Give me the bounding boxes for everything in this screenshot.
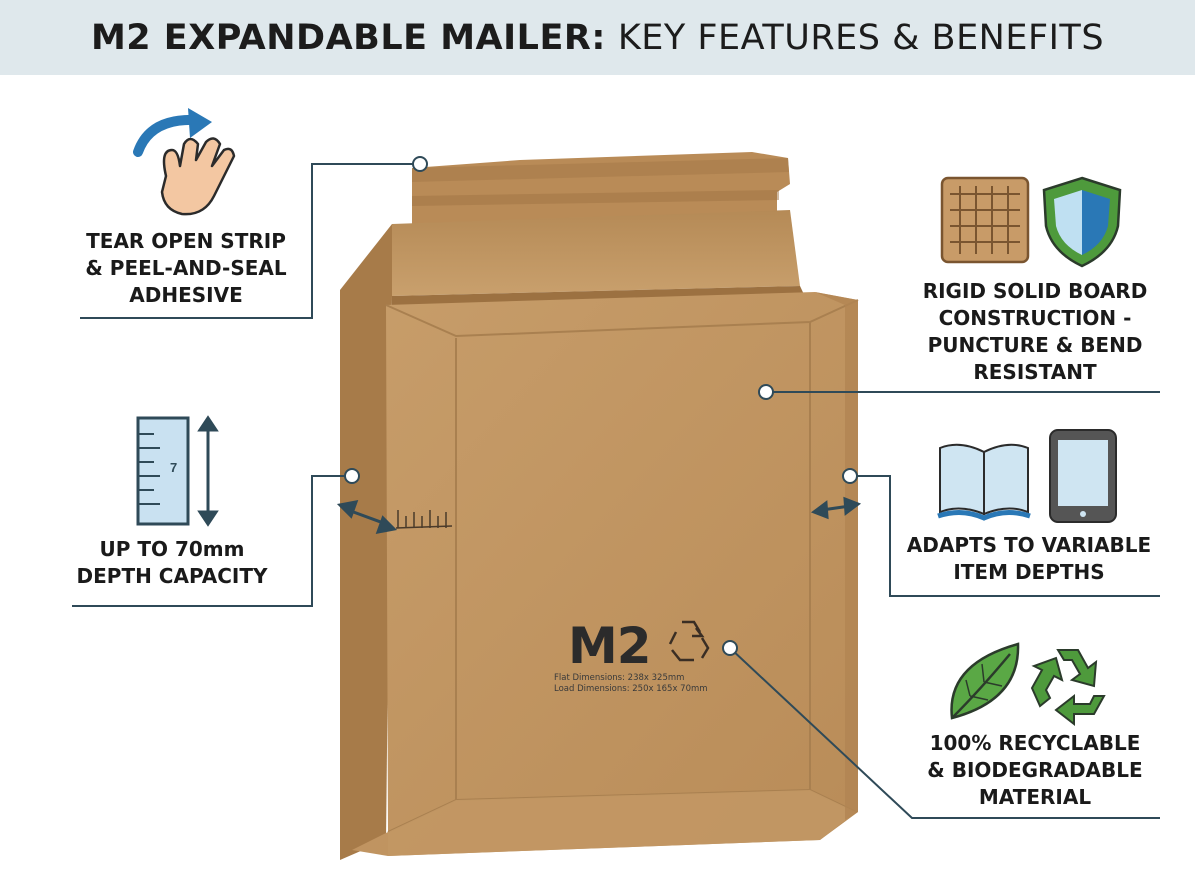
depth-capacity-line-2: DEPTH CAPACITY	[76, 564, 268, 588]
feature-rigid-board: RIGID SOLID BOARD CONSTRUCTION - PUNCTUR…	[900, 278, 1170, 386]
page-header: M2 EXPANDABLE MAILER: KEY FEATURES & BEN…	[0, 0, 1195, 75]
feature-depth-capacity: UP TO 70mm DEPTH CAPACITY	[52, 536, 292, 590]
box-recycle-icon	[668, 620, 710, 662]
shield-icon	[1042, 176, 1122, 268]
depth-capacity-line-1: UP TO 70mm	[99, 537, 245, 561]
feature-tear-strip: TEAR OPEN STRIP & PEEL-AND-SEAL ADHESIVE	[66, 228, 306, 309]
open-book-icon	[937, 443, 1031, 521]
hand-swipe-icon	[133, 108, 236, 216]
depth-arrow-left	[336, 500, 398, 534]
mailer-dimensions: Flat Dimensions: 238x 325mm Load Dimensi…	[554, 673, 708, 695]
leaf-icon	[950, 642, 1020, 720]
load-dimensions: Load Dimensions: 250x 165x 70mm	[554, 684, 708, 694]
tear-strip	[412, 158, 789, 182]
tear-strip-line-2: & PEEL-AND-SEAL	[85, 256, 287, 280]
recycle-icon	[1030, 649, 1106, 727]
mailer-box	[340, 152, 859, 860]
rigid-board-line-3: PUNCTURE & BEND	[927, 333, 1143, 357]
variable-depth-line-2: ITEM DEPTHS	[953, 560, 1105, 584]
ruler-icon: 7	[136, 415, 219, 527]
recyclable-line-1: 100% RECYCLABLE	[929, 731, 1141, 755]
side-ruler-marks	[395, 510, 453, 529]
feature-variable-depth: ADAPTS TO VARIABLE ITEM DEPTHS	[892, 532, 1166, 586]
rigid-board-line-2: CONSTRUCTION -	[938, 306, 1132, 330]
recyclable-line-3: MATERIAL	[978, 785, 1092, 809]
variable-depth-line-1: ADAPTS TO VARIABLE	[906, 533, 1152, 557]
header-title-light: KEY FEATURES & BENEFITS	[617, 17, 1105, 58]
callout-dots	[344, 156, 858, 656]
tear-strip-line-1: TEAR OPEN STRIP	[86, 229, 286, 253]
depth-arrow-right	[810, 496, 862, 520]
header-title-bold: M2 EXPANDABLE MAILER:	[90, 17, 606, 58]
inner-back	[392, 210, 800, 296]
recyclable-line-2: & BIODEGRADABLE	[927, 758, 1143, 782]
callout-lines	[72, 163, 1160, 819]
front-panel	[352, 292, 858, 856]
rigid-board-line-4: RESISTANT	[973, 360, 1097, 384]
feature-recyclable: 100% RECYCLABLE & BIODEGRADABLE MATERIAL	[900, 730, 1170, 811]
cardboard-texture-icon	[940, 176, 1030, 264]
tablet-icon	[1049, 429, 1117, 523]
ruler-number: 7	[170, 460, 177, 475]
tear-strip-line-3: ADHESIVE	[129, 283, 243, 307]
flat-dimensions: Flat Dimensions: 238x 325mm	[554, 673, 685, 683]
rigid-board-line-1: RIGID SOLID BOARD	[922, 279, 1148, 303]
mailer-logo: M2	[568, 617, 652, 675]
left-side	[340, 224, 392, 860]
bottom-flap	[388, 790, 856, 856]
